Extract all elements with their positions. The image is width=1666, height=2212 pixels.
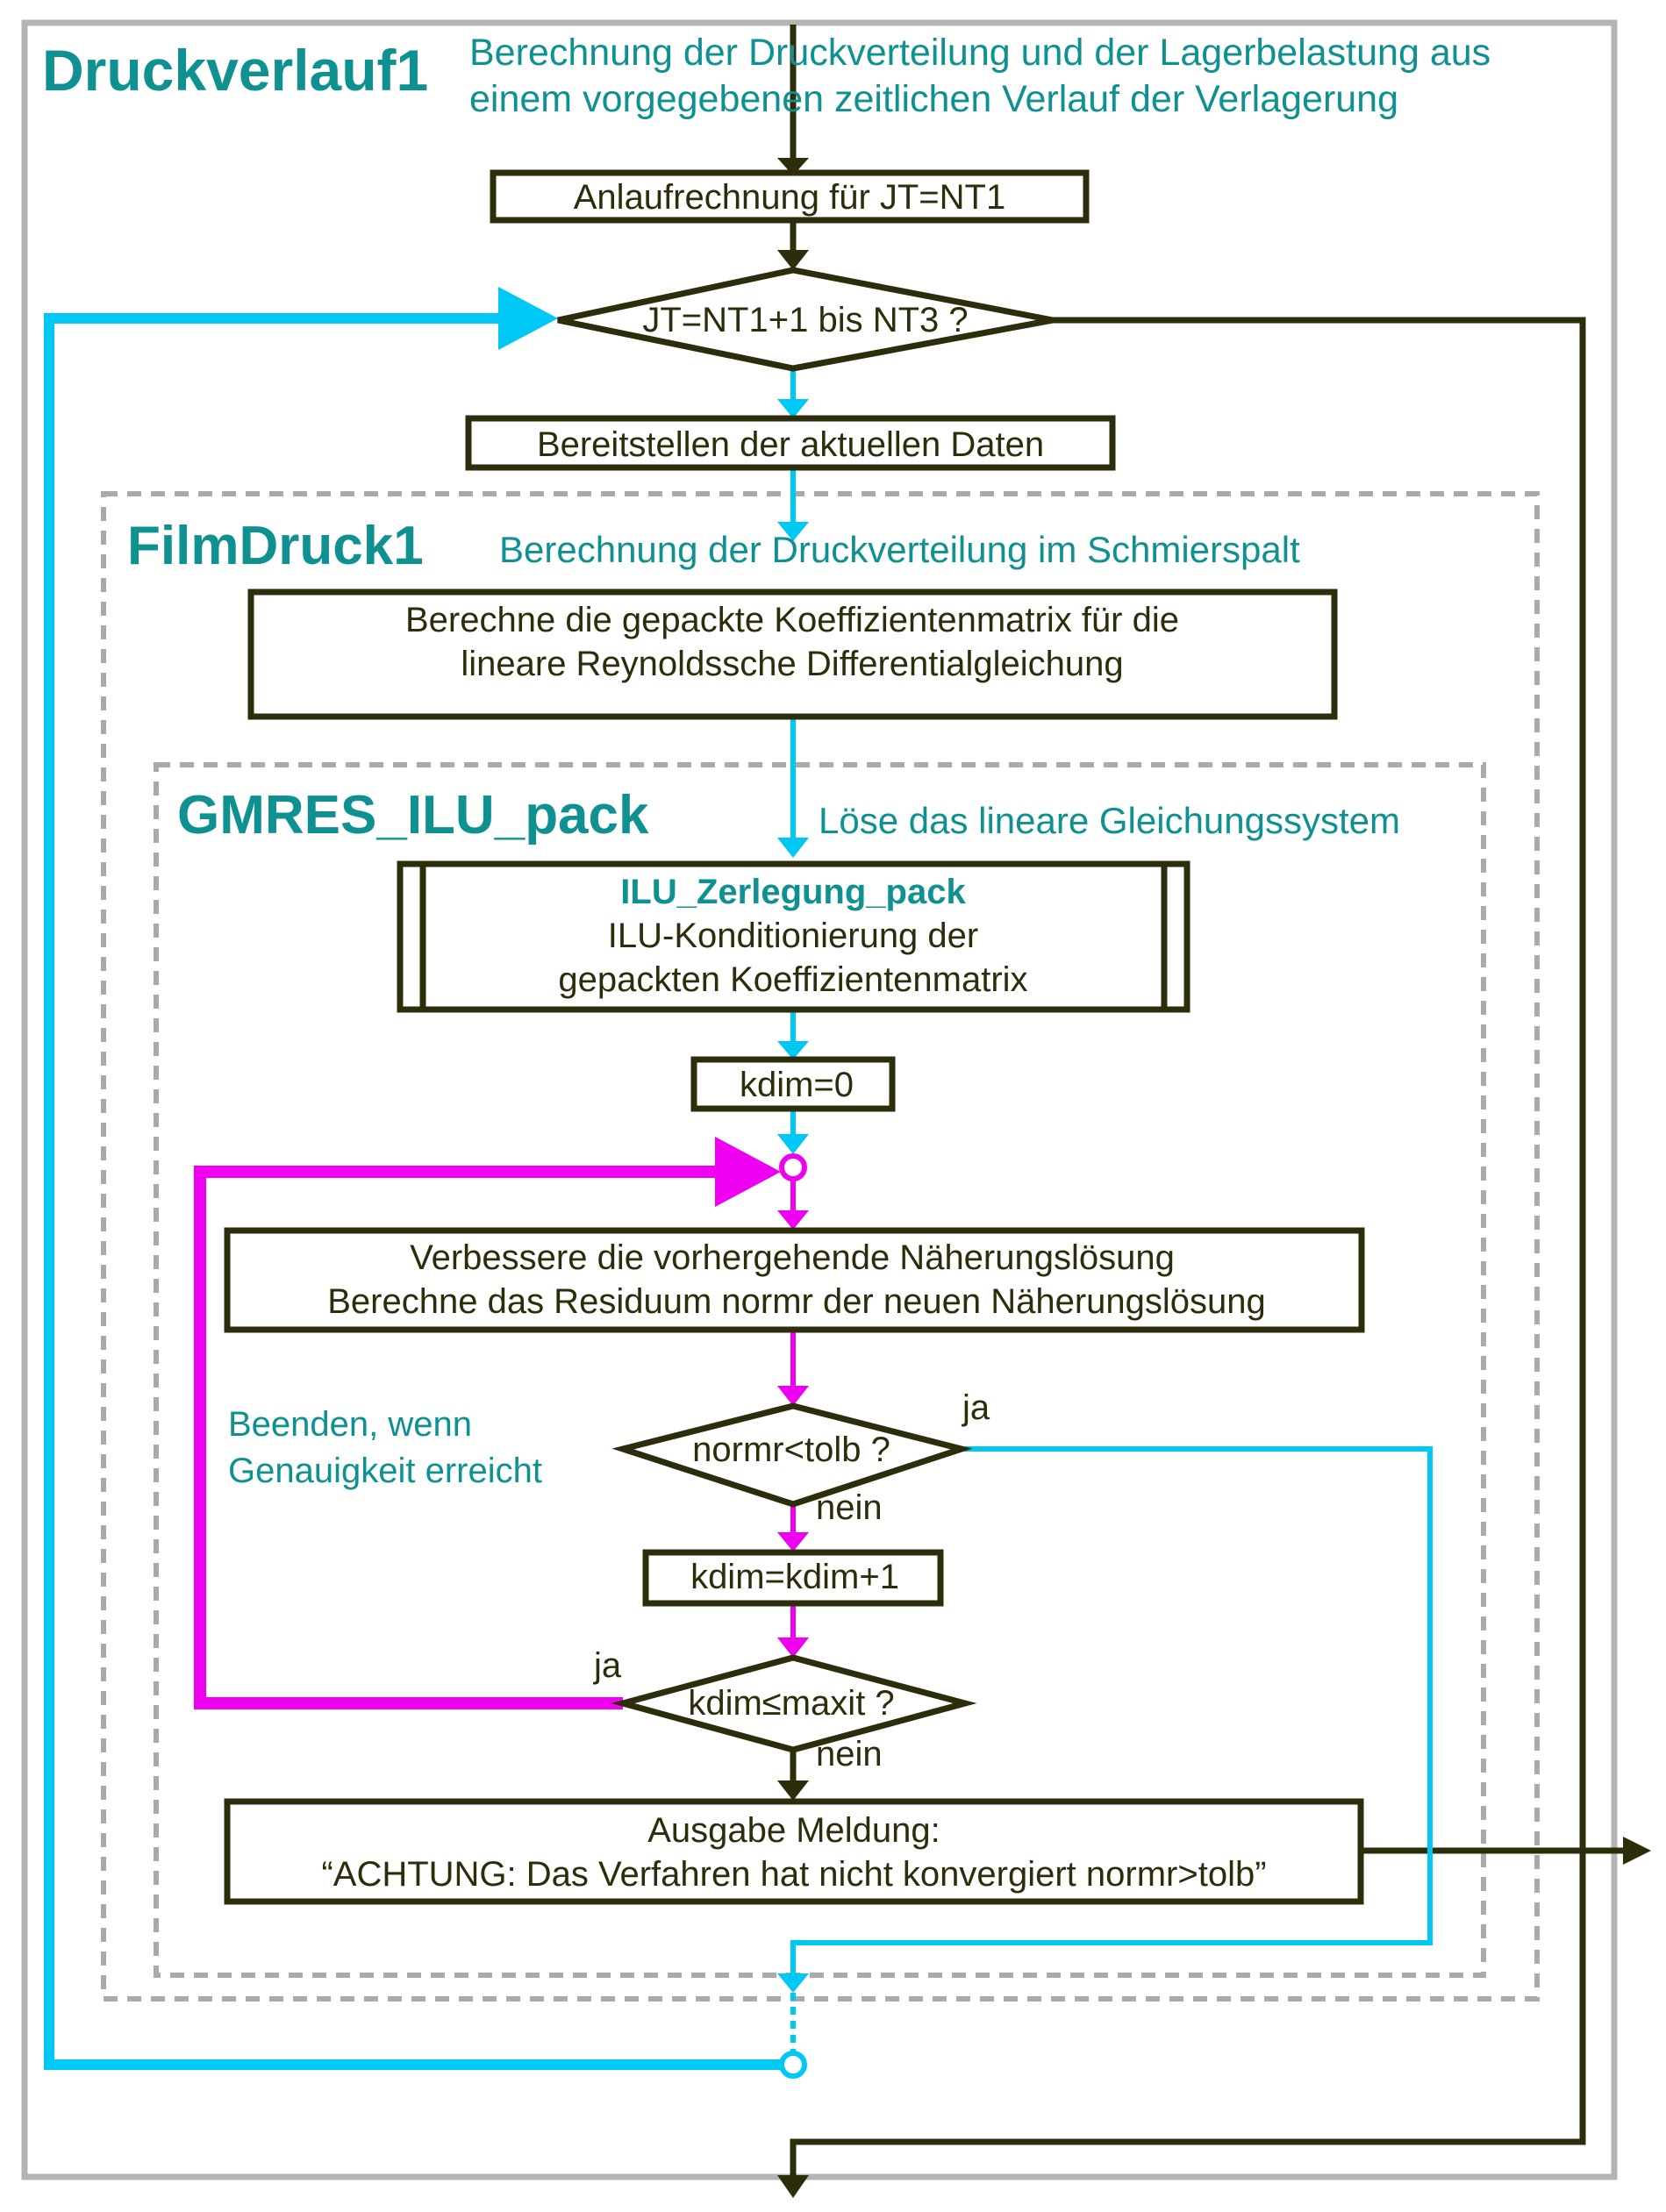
- magenta-arrowhead-loop: [715, 1137, 781, 1207]
- verbessere-box: [224, 1227, 1365, 1333]
- magenta-arrowhead-verbessere: [777, 1210, 809, 1230]
- verbessere-line2: Berechne das Residuum normr der neuen Nä…: [327, 1282, 1266, 1321]
- normr-diamond: [611, 1402, 973, 1508]
- cyan-normr-ja-line: [790, 1446, 1433, 1978]
- cyan-arrowhead-bereitstellen: [777, 399, 809, 418]
- druckverlauf-frame: [21, 19, 1618, 2180]
- ilu-name: ILU_Zerlegung_pack: [620, 873, 966, 911]
- gmres-title: GMRES_ILU_pack: [177, 785, 649, 846]
- verbessere-line1: Verbessere die vorhergehende Näherungslö…: [410, 1238, 1175, 1277]
- arrowhead-exit-right: [1623, 1837, 1651, 1865]
- loop-jt-diamond: [557, 267, 1054, 372]
- cyan-arrowheads: [498, 287, 809, 1993]
- magenta-arrowhead-kdim-inc: [777, 1532, 809, 1552]
- cyan-arrowhead-kdim: [777, 1041, 809, 1060]
- ilu-line1: ILU-Konditionierung der: [608, 917, 978, 955]
- anlauf-label: Anlaufrechnung für JT=NT1: [574, 178, 1005, 217]
- normr-yes-label: ja: [962, 1388, 990, 1427]
- druckverlauf-desc-line1: Berechnung der Druckverteilung und der L…: [469, 32, 1491, 74]
- loop-jt-label: JT=NT1+1 bis NT3 ?: [642, 301, 968, 339]
- cyan-arrowhead-loop-back: [498, 287, 558, 350]
- magenta-arrowhead-normr: [777, 1386, 809, 1406]
- cyan-arrowhead-loopnode: [777, 1134, 809, 1154]
- ilu-box: [397, 860, 1191, 1013]
- ausgabe-box: [224, 1798, 1364, 1905]
- arrowhead-anlauf: [777, 158, 809, 175]
- cyan-arrowhead-end: [777, 1973, 809, 1993]
- normr-no-label: nein: [816, 1488, 883, 1527]
- gmres-frame: [154, 762, 1486, 1978]
- cyan-arrowhead-filmdruck: [777, 522, 809, 541]
- maxit-yes-label: ja: [593, 1646, 622, 1685]
- anlauf-box: [490, 169, 1090, 224]
- bereitstellen-label: Bereitstellen der aktuellen Daten: [537, 425, 1044, 464]
- flow-shapes: [224, 169, 1365, 1905]
- filmdruck-desc: Berechnung der Druckverteilung im Schmie…: [499, 529, 1300, 570]
- note-line1: Beenden, wenn: [228, 1405, 472, 1444]
- gmres-desc: Löse das lineare Gleichungssystem: [819, 800, 1400, 841]
- magenta-arrowhead-maxit: [777, 1638, 809, 1658]
- druckverlauf-title: Druckverlauf1: [42, 38, 428, 103]
- maxit-diamond: [611, 1654, 977, 1753]
- koeff-line1: Berechne die gepackte Koeffizientenmatri…: [405, 601, 1179, 639]
- magenta-flow-lines: [194, 1166, 796, 1709]
- cyan-loop-back-line: [44, 313, 782, 2070]
- druckverlauf-desc-line2: einem vorgegebenen zeitlichen Verlauf de…: [469, 78, 1398, 120]
- loop-exit-line: [790, 317, 1586, 2182]
- note-line2: Genauigkeit erreicht: [228, 1452, 542, 1490]
- kdim-init-label: kdim=0: [740, 1066, 854, 1104]
- arrowhead-ausgabe: [777, 1780, 809, 1801]
- kdim-inc-box: [642, 1549, 944, 1607]
- arrowhead-loop-jt: [777, 250, 809, 270]
- ausgabe-line1: Ausgabe Meldung:: [647, 1811, 940, 1850]
- normr-label: normr<tolb ?: [692, 1431, 890, 1469]
- magenta-junction-node: [779, 1153, 807, 1181]
- cyan-junction-node: [779, 2051, 807, 2079]
- filmdruck-frame: [101, 491, 1540, 2002]
- dark-arrowheads: [777, 158, 1651, 2198]
- ilu-line2: gepackten Koeffizientenmatrix: [558, 960, 1027, 999]
- maxit-no-label: nein: [816, 1735, 883, 1773]
- koeff-box: [247, 589, 1338, 720]
- ausgabe-line2: “ACHTUNG: Das Verfahren hat nicht konver…: [321, 1855, 1266, 1894]
- cyan-arrowhead-ilu: [777, 838, 809, 858]
- magenta-arrowheads: [715, 1137, 809, 1658]
- magenta-loop-back-line: [194, 1166, 746, 1709]
- cyan-flow-lines: [44, 313, 1433, 2070]
- maxit-label: kdim≤maxit ?: [688, 1684, 894, 1723]
- arrowhead-exit-bottom: [777, 2175, 809, 2198]
- kdim-inc-label: kdim=kdim+1: [690, 1558, 899, 1596]
- kdim-init-box: [690, 1056, 896, 1112]
- koeff-line2: lineare Reynoldssche Differentialgleichu…: [461, 645, 1123, 683]
- filmdruck-title: FilmDruck1: [127, 516, 424, 576]
- bereitstellen-box: [465, 415, 1116, 471]
